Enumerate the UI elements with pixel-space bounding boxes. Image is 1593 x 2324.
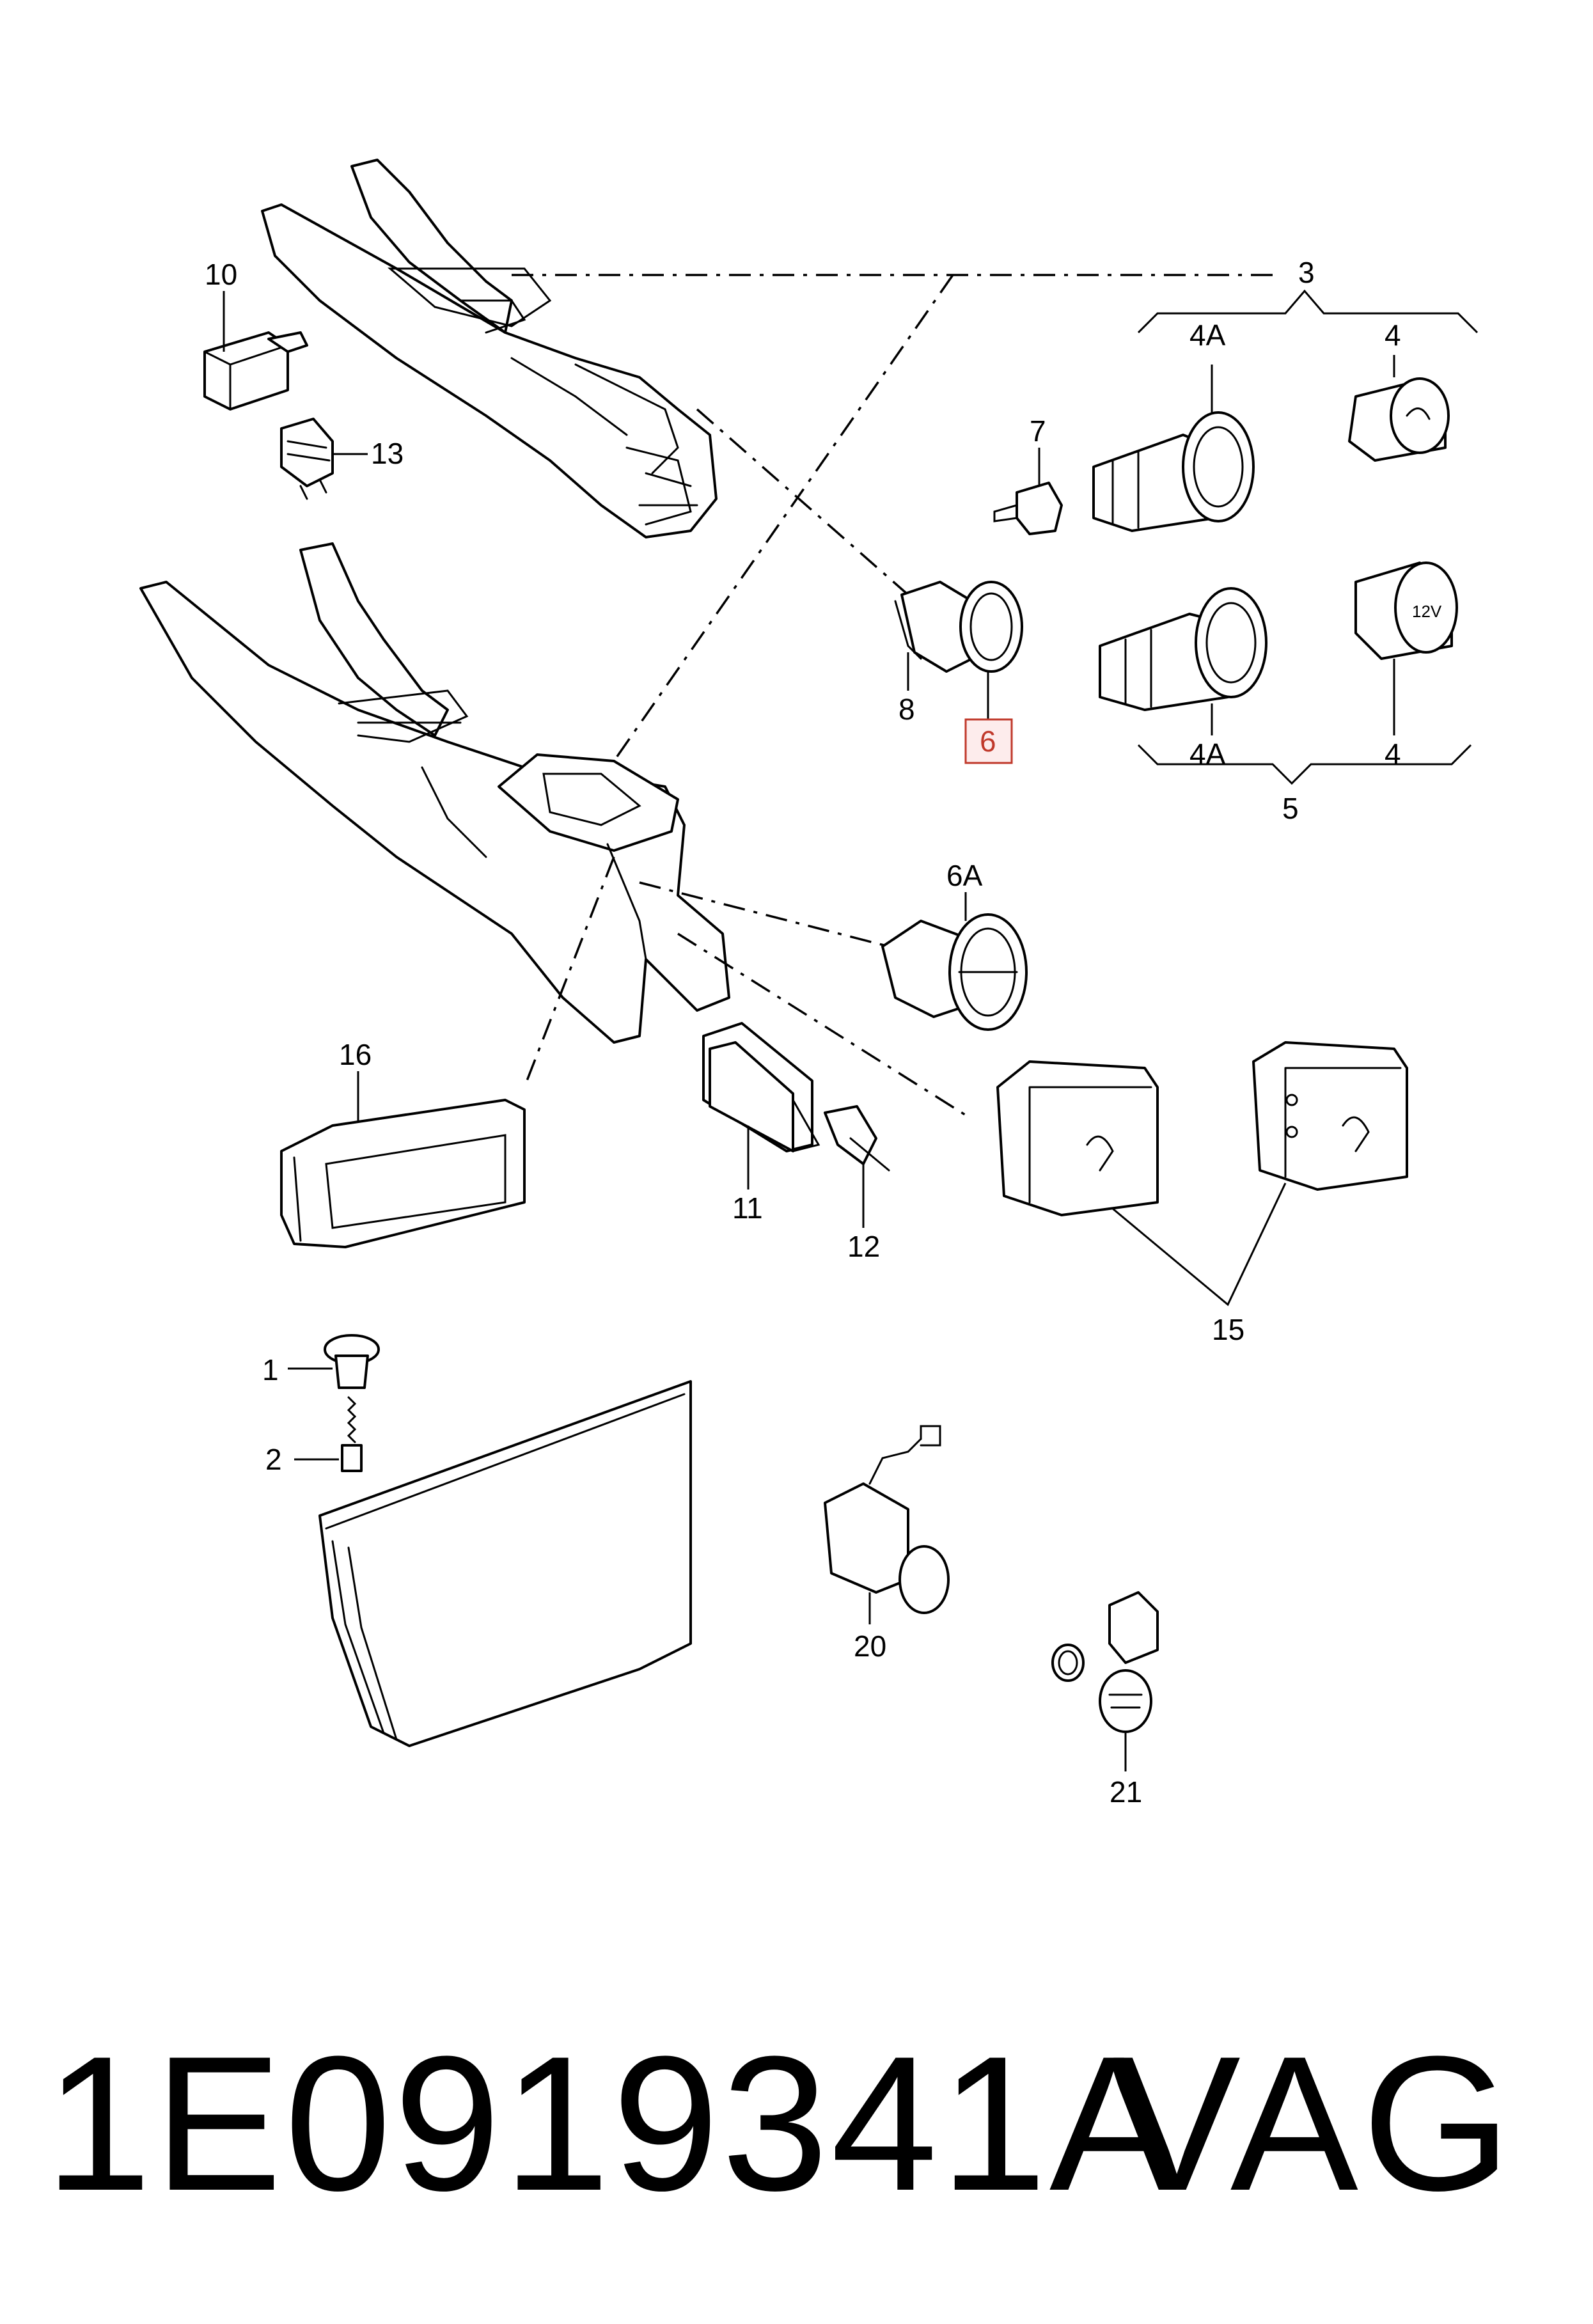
part-1-2-fastener bbox=[288, 1334, 380, 1472]
callout-13: 13 bbox=[371, 437, 404, 470]
highlight-box-6 bbox=[964, 718, 1013, 764]
callout-5: 5 bbox=[1282, 792, 1299, 825]
part-4A-bottom-housing bbox=[1099, 587, 1267, 735]
part-4-bottom-12v-cap: 12V bbox=[1354, 561, 1458, 735]
part-7-bulb-holder bbox=[993, 448, 1063, 535]
part-11-foils bbox=[702, 1022, 820, 1189]
callout-4A-top: 4A bbox=[1189, 318, 1226, 352]
brand-name: VAG bbox=[1113, 2016, 1516, 2231]
callout-11: 11 bbox=[732, 1191, 763, 1225]
callout-12: 12 bbox=[847, 1230, 880, 1263]
part-21-usb-socket bbox=[1051, 1591, 1159, 1771]
callout-21: 21 bbox=[1110, 1775, 1142, 1809]
callout-1: 1 bbox=[262, 1353, 279, 1386]
reference-lines bbox=[512, 274, 1279, 1120]
part-10-switch bbox=[203, 291, 308, 411]
part-6-socket bbox=[894, 581, 1023, 719]
part-20-socket bbox=[824, 1425, 950, 1624]
lower-center-console bbox=[139, 542, 730, 1044]
callout-3: 3 bbox=[1298, 256, 1315, 289]
callout-15: 15 bbox=[1212, 1313, 1244, 1346]
callout-4A-bottom: 4A bbox=[1189, 737, 1226, 771]
callout-labels: 3 4A 4 7 8 6 4A 4 5 10 13 6A 16 11 12 15… bbox=[205, 256, 1401, 1809]
part-4A-top-housing bbox=[1092, 365, 1255, 532]
storage-pocket bbox=[318, 1380, 692, 1747]
group-brackets bbox=[1137, 289, 1479, 785]
socket-12v-label: 12V bbox=[1412, 602, 1442, 621]
callout-4-bottom: 4 bbox=[1385, 737, 1401, 771]
callout-20: 20 bbox=[854, 1629, 886, 1663]
upper-center-console bbox=[261, 159, 718, 538]
part-15-switches bbox=[996, 1041, 1408, 1307]
part-4-top-lighter bbox=[1348, 355, 1450, 462]
part-16-tray bbox=[280, 1071, 526, 1248]
part-number: 1E0919341A bbox=[45, 2016, 1180, 2231]
part-6A-socket bbox=[881, 892, 1028, 1031]
callout-10: 10 bbox=[205, 258, 237, 291]
part-13-connector bbox=[280, 418, 368, 500]
callout-6A: 6A bbox=[946, 859, 983, 892]
callout-8: 8 bbox=[899, 693, 915, 726]
callout-4-top: 4 bbox=[1385, 318, 1401, 352]
callout-6: 6 bbox=[980, 725, 996, 758]
part-12-clip bbox=[824, 1105, 890, 1228]
callout-2: 2 bbox=[265, 1443, 282, 1476]
callout-7: 7 bbox=[1030, 414, 1046, 448]
callout-16: 16 bbox=[339, 1038, 372, 1071]
